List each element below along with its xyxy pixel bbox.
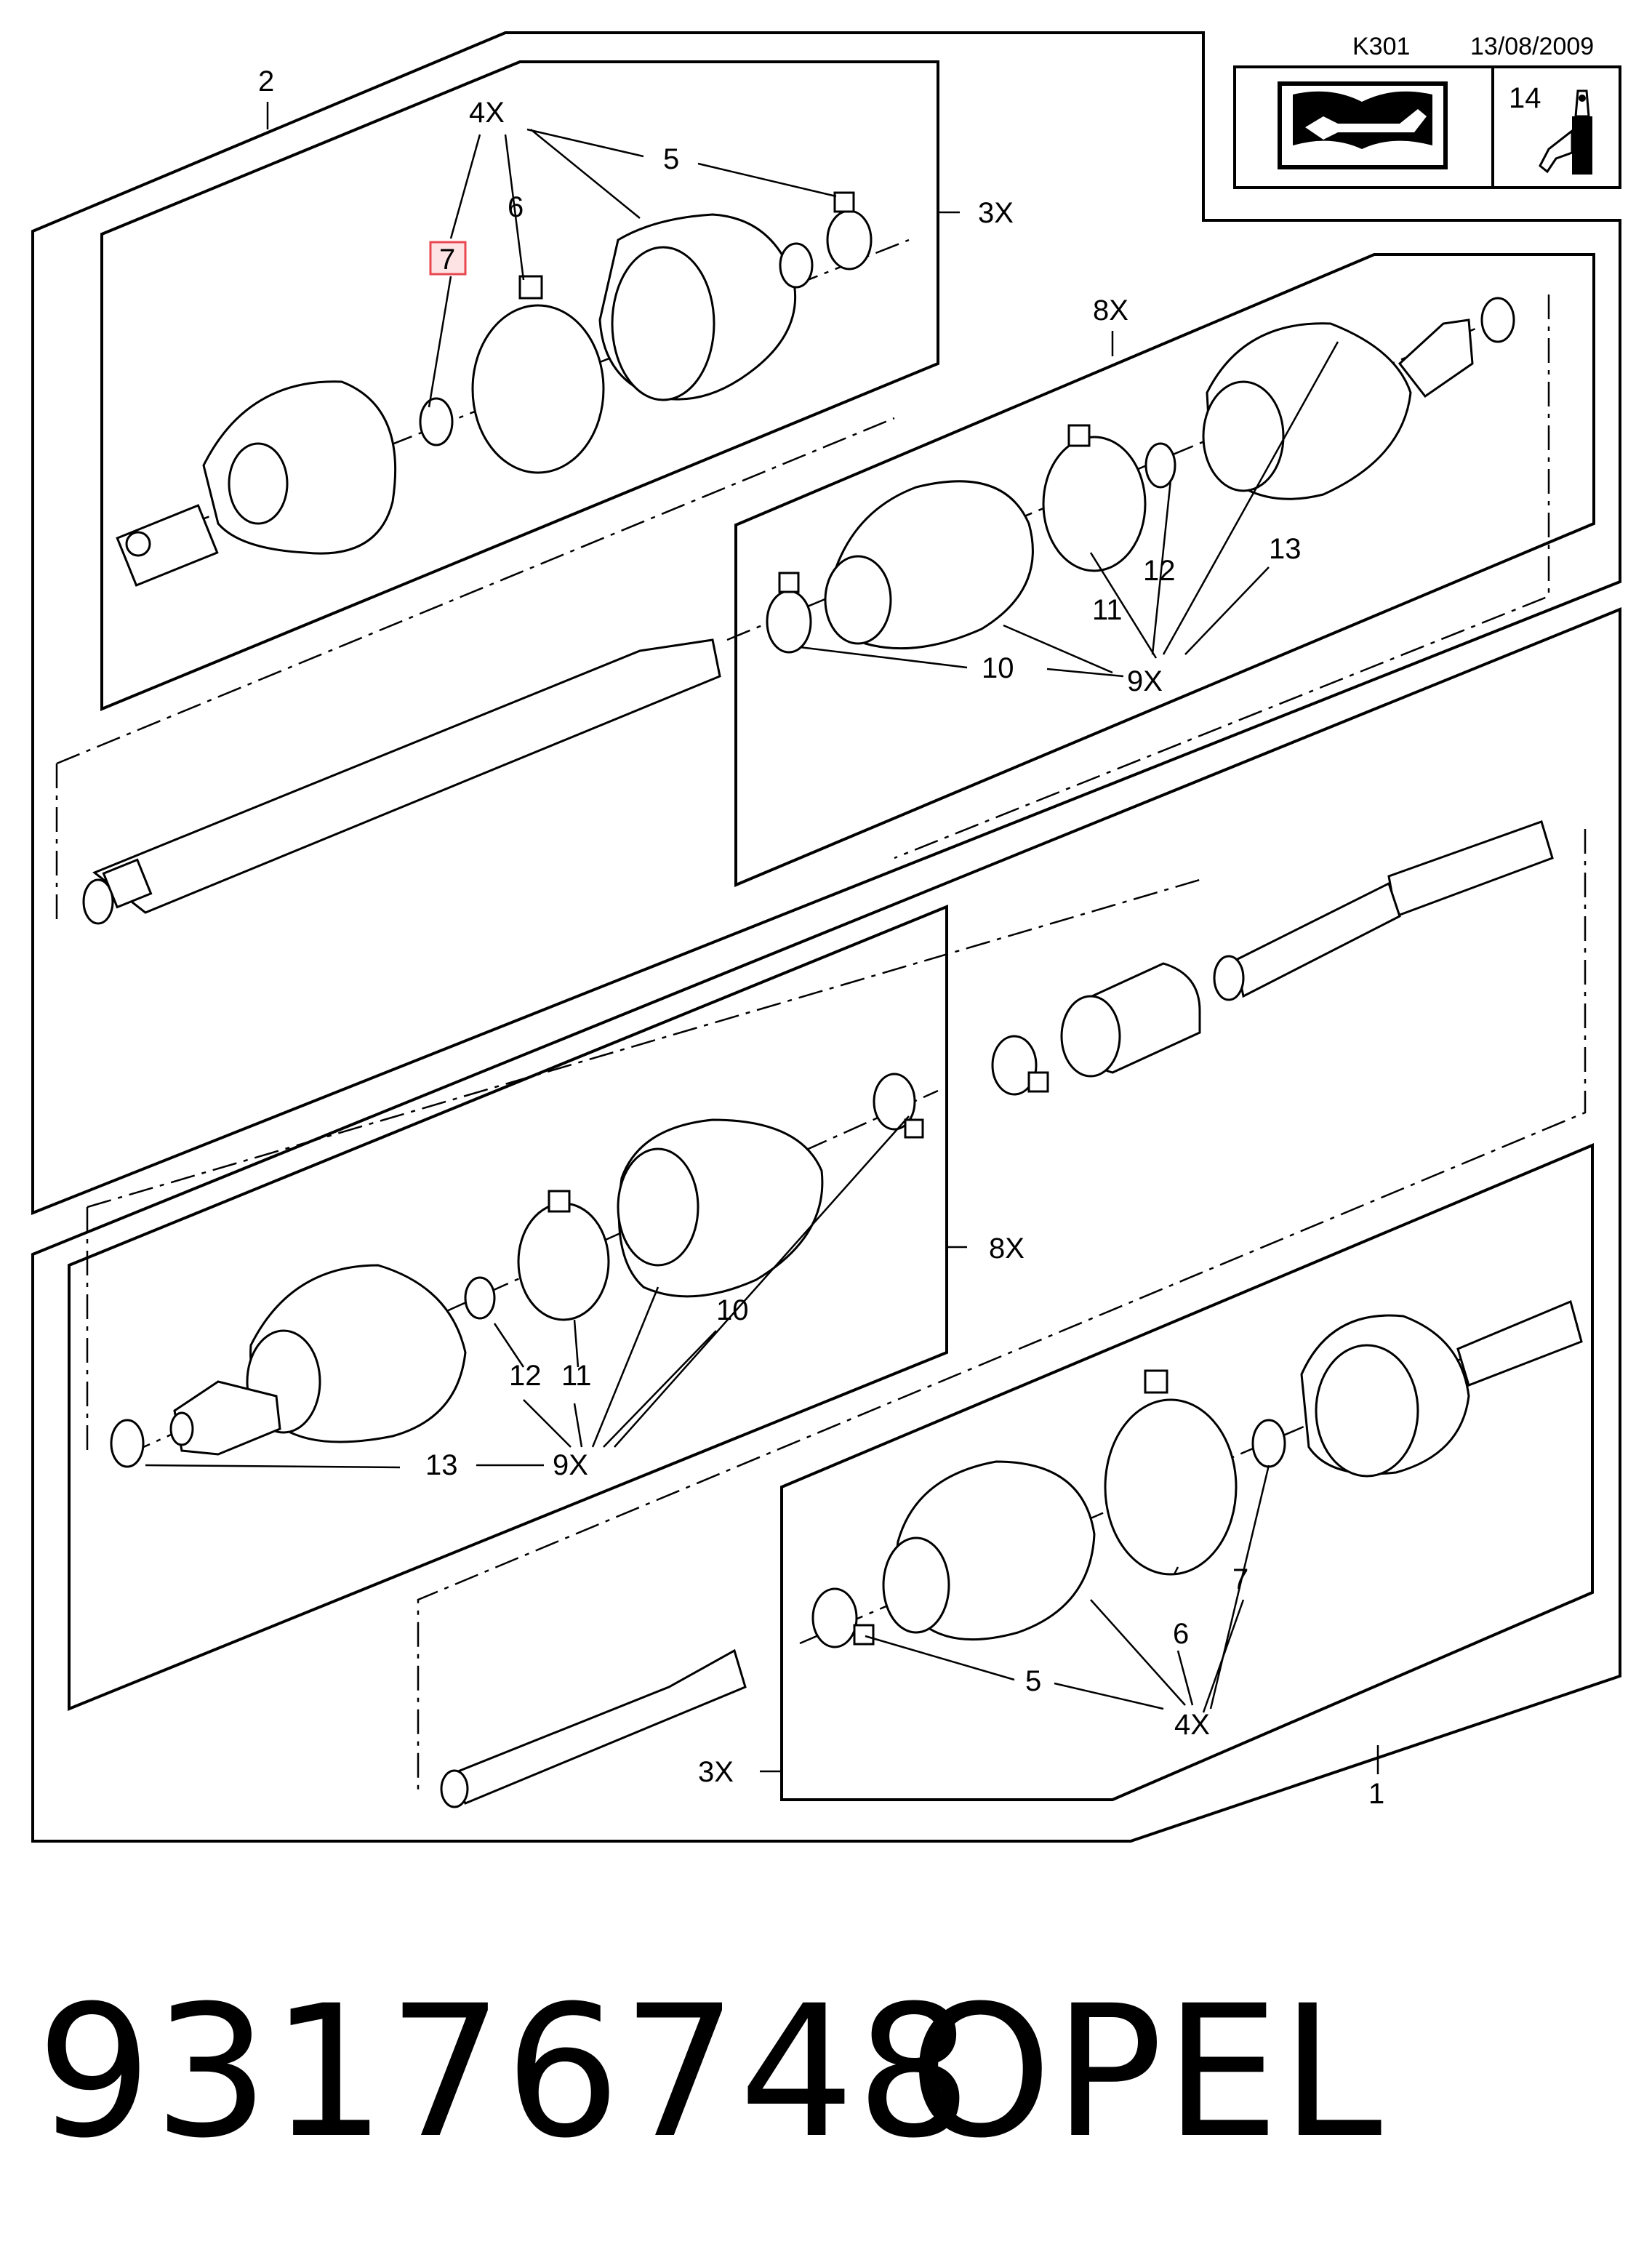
label-9x-left: 9X xyxy=(553,1449,588,1481)
part-number: 93176748 xyxy=(36,1966,974,2178)
boot-clamp-5-lower xyxy=(811,1587,858,1648)
intermediate-shaft-upper xyxy=(82,638,721,925)
circlip-13-lower xyxy=(110,1419,145,1468)
label-13-right: 13 xyxy=(1269,533,1302,565)
inner-joint-kit-box-lower xyxy=(68,905,948,1711)
sealant-ref: 14 xyxy=(1509,82,1541,114)
highlighted-ref-box xyxy=(429,241,467,276)
inner-tripod-joint-lower xyxy=(169,1264,467,1456)
label-3x-top: 3X xyxy=(978,197,1014,229)
boot-clamp-6-lower xyxy=(1104,1398,1238,1576)
label-13-left: 13 xyxy=(425,1449,458,1481)
boot-clamp-damper xyxy=(991,1035,1038,1096)
circlip-7-lower xyxy=(1251,1419,1286,1468)
intermediate-shaft-dashed-outline xyxy=(55,294,1550,923)
outer-cv-joint xyxy=(116,380,397,587)
label-6-bottom: 6 xyxy=(1173,1618,1189,1650)
exploded-drive-shaft-diagram: K301 13/08/2009 14 3X 2 4X 5 6 7 xyxy=(31,31,1621,1843)
label-assembly-1: 1 xyxy=(1368,1778,1384,1810)
outer-joint-kit-box-lower xyxy=(780,1142,1594,1801)
intermediate-shaft-lower-dashed-outline xyxy=(86,829,1587,1796)
boot-clamp-10-top xyxy=(766,590,812,654)
label-4x-top: 4X xyxy=(469,97,505,129)
outer-cv-joint-lower xyxy=(1300,1299,1583,1478)
boot-clamp-11-lower xyxy=(517,1202,610,1321)
boot-clamp-10-lower xyxy=(873,1073,916,1131)
header-date: 13/08/2009 xyxy=(1470,33,1594,60)
label-12-left: 12 xyxy=(509,1360,542,1392)
lower-assembly-frame xyxy=(31,607,1621,1843)
label-6-top: 6 xyxy=(508,191,524,223)
circlip-12-top xyxy=(1144,442,1176,489)
label-7-highlighted: 7 xyxy=(439,244,455,276)
inner-joint-kit-box xyxy=(734,253,1595,888)
label-9x-right: 9X xyxy=(1127,665,1163,697)
label-3x-bottom: 3X xyxy=(698,1756,734,1788)
legend-box xyxy=(1233,65,1621,189)
footer: 93176748 OPEL xyxy=(0,1963,1652,2181)
sealant-tube-icon xyxy=(1539,89,1592,175)
boot-clamp-11-top xyxy=(1042,436,1147,572)
circlip-outer xyxy=(419,397,454,446)
label-5-bottom: 5 xyxy=(1025,1665,1041,1697)
upper-assembly-frame xyxy=(31,31,1621,1215)
label-7-bottom: 7 xyxy=(1232,1563,1248,1595)
header-code: K301 xyxy=(1352,33,1410,60)
label-11-left: 11 xyxy=(561,1360,592,1392)
intermediate-shaft-lower xyxy=(1213,820,1554,1001)
label-4x-bottom: 4X xyxy=(1174,1709,1210,1741)
boot-clamp-small-top xyxy=(826,209,873,271)
circlip-12-lower xyxy=(464,1276,496,1320)
label-11-right: 11 xyxy=(1092,594,1123,626)
label-10-right: 10 xyxy=(982,652,1014,684)
label-assembly-2: 2 xyxy=(258,65,274,97)
label-8x-left: 8X xyxy=(989,1233,1025,1265)
label-8x-right: 8X xyxy=(1093,294,1128,326)
circlip-inner-top xyxy=(1480,297,1515,343)
label-5-top: 5 xyxy=(663,143,679,175)
repair-manual-icon xyxy=(1278,81,1448,169)
brand-name: OPEL xyxy=(909,1966,1384,2178)
axle-shaft-lower xyxy=(440,1648,747,1808)
boot-clamp-large xyxy=(471,304,605,474)
label-10-left: 10 xyxy=(716,1294,749,1326)
inner-tripod-joint xyxy=(1202,318,1474,500)
torsional-damper xyxy=(1060,962,1201,1078)
